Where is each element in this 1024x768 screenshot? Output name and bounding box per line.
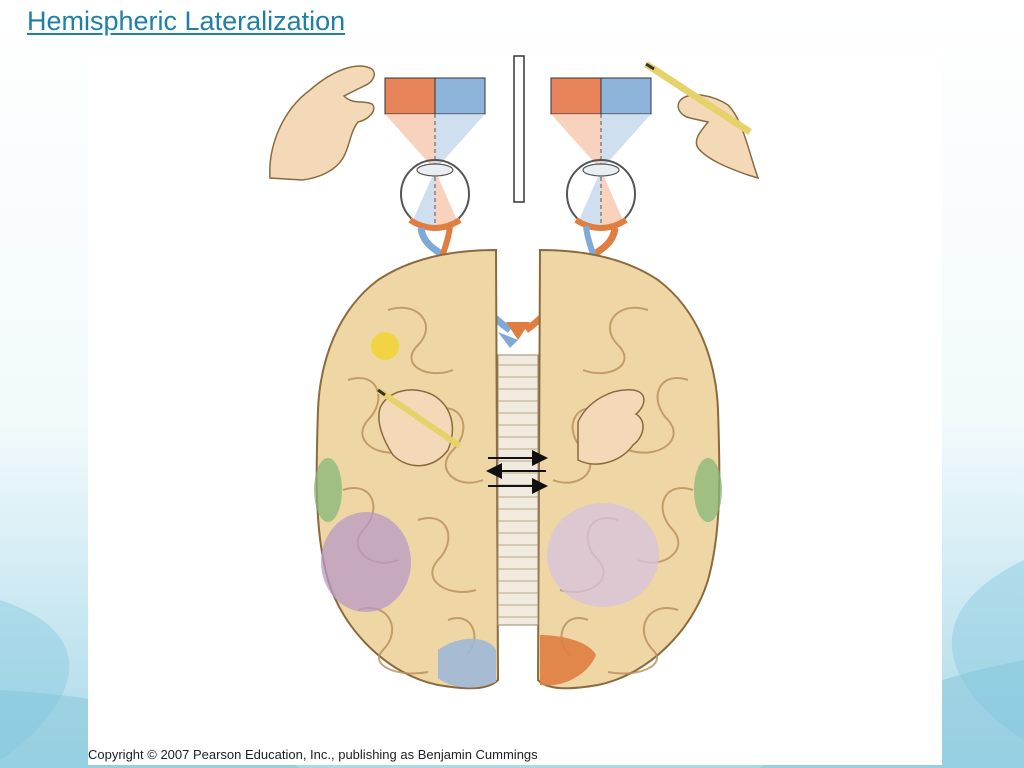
green-highlight-right	[694, 458, 722, 522]
purple-highlight-left	[321, 512, 411, 612]
right-light-cone	[551, 114, 651, 228]
brain-left-hemisphere	[315, 248, 500, 690]
purple-highlight-right	[547, 503, 659, 607]
left-hand-icon	[269, 65, 375, 181]
blue-occipital-region	[438, 638, 496, 688]
right-visual-target	[550, 77, 652, 115]
right-pencil-icon	[644, 61, 752, 135]
left-eye-icon	[400, 159, 470, 231]
orange-occipital-region	[540, 635, 596, 686]
brain-hand-right-icon	[577, 389, 645, 465]
transfer-arrows	[486, 450, 548, 494]
brain-pencil-icon	[376, 387, 462, 449]
diagram-svg	[269, 55, 760, 690]
brain-hand-left-icon	[378, 389, 454, 467]
right-hand-icon	[677, 94, 760, 180]
left-visual-target	[384, 77, 486, 115]
green-highlight-left	[314, 458, 342, 522]
brain-right-hemisphere	[536, 248, 721, 690]
divider-screen	[513, 55, 525, 203]
hemispheric-lateralization-diagram	[88, 50, 942, 765]
slide-title: Hemispheric Lateralization	[27, 6, 346, 36]
yellow-highlight-region	[371, 332, 399, 360]
right-eye-icon	[566, 159, 636, 231]
corpus-callosum	[497, 354, 539, 626]
copyright-notice: Copyright © 2007 Pearson Education, Inc.…	[88, 747, 538, 762]
